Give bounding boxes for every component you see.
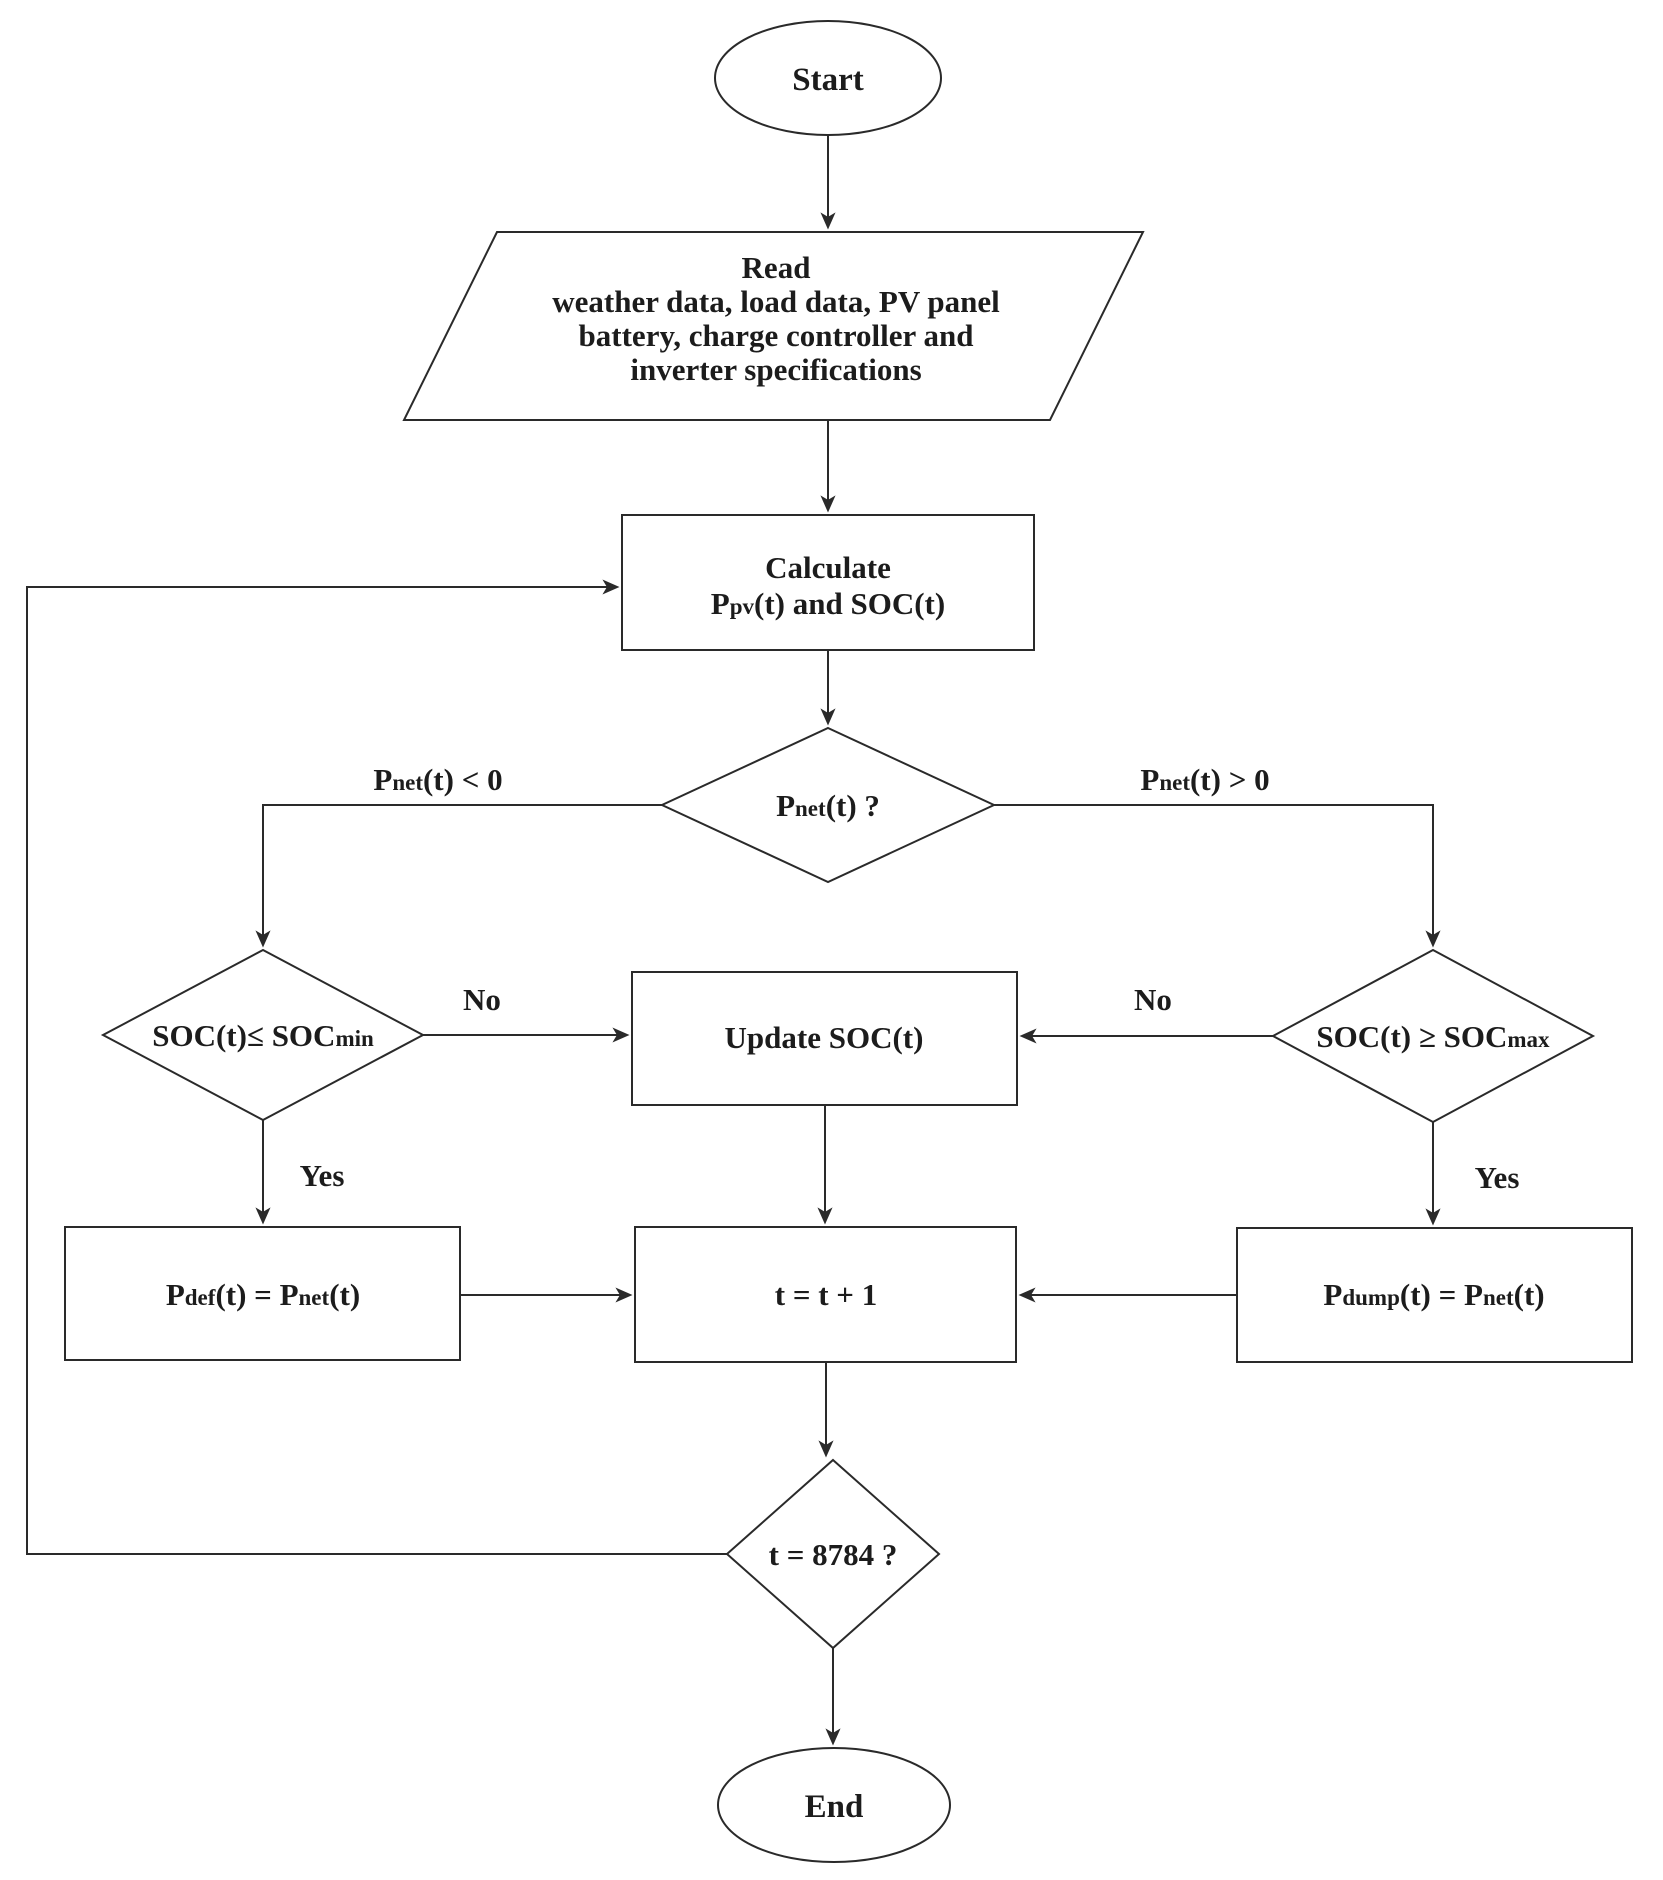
t-check-label: t = 8784 ? [769,1537,898,1572]
start-terminator-shape [714,20,942,136]
node-start: Start [714,20,942,136]
node-p-deficit: Pdef(t) = Pnet(t) [64,1226,461,1361]
update-soc-label: Update SOC(t) [725,1020,924,1055]
edge-tcheck-loop-to-calculate [26,579,727,1555]
update-soc-process-shape [631,971,1018,1106]
node-t-check-decision: t = 8784 ? [725,1458,941,1650]
node-read-io: Read weather data, load data, PV panel b… [402,231,1145,421]
socmin-yes-label: Yes [300,1158,345,1193]
socmax-no-label: No [1134,982,1172,1017]
end-label: End [805,1789,864,1825]
node-socmin-decision: SOC(t)≤ SOCmin [100,948,426,1122]
end-terminator-shape [717,1747,951,1863]
read-line-1: Read [742,250,811,285]
p-deficit-process-shape [64,1226,461,1361]
calculate-line-2: Ppv(t) and SOC(t) [711,586,945,621]
socmax-yes-label: Yes [1475,1160,1520,1195]
edge-pnet-positive-branch [994,804,1441,948]
socmin-no-label: No [463,982,501,1017]
node-socmax-decision: SOC(t) ≥ SOCmax [1270,948,1596,1124]
node-p-dump: Pdump(t) = Pnet(t) [1236,1227,1633,1363]
t-increment-process-shape [634,1226,1017,1363]
node-end: End [717,1747,951,1863]
p-dump-label: Pdump(t) = Pnet(t) [1323,1277,1544,1312]
read-line-4: inverter specifications [630,352,921,387]
edge-pnet-negative-branch [255,804,662,948]
read-line-2: weather data, load data, PV panel [552,284,1000,319]
pnet-negative-label: Pnet(t) < 0 [373,762,502,797]
pnet-decision-shape [659,726,997,884]
p-deficit-label: Pdef(t) = Pnet(t) [166,1277,360,1312]
read-parallelogram-shape [402,231,1145,421]
socmax-decision-shape [1270,948,1596,1124]
edge-label-pnet-negative: Pnet(t) < 0 [373,762,502,797]
node-pnet-decision: Pnet(t) ? [659,726,997,884]
t-increment-label: t = t + 1 [775,1277,877,1312]
read-line-3: battery, charge controller and [579,318,974,353]
edge-label-pnet-positive: Pnet(t) > 0 [1140,762,1269,797]
start-label: Start [792,62,863,98]
socmax-decision-label: SOC(t) ≥ SOCmax [1316,1019,1550,1054]
edges [26,135,1441,1746]
node-calculate: Calculate Ppv(t) and SOC(t) [621,514,1035,651]
node-update-soc: Update SOC(t) [631,971,1018,1106]
pnet-positive-label: Pnet(t) > 0 [1140,762,1269,797]
node-t-increment: t = t + 1 [634,1226,1017,1363]
socmin-decision-shape [100,948,426,1122]
calculate-line-1: Calculate [765,550,891,585]
t-check-decision-shape [725,1458,941,1650]
pnet-decision-label: Pnet(t) ? [776,788,880,823]
socmin-decision-label: SOC(t)≤ SOCmin [152,1018,374,1053]
calculate-process-shape [621,514,1035,651]
p-dump-process-shape [1236,1227,1633,1363]
